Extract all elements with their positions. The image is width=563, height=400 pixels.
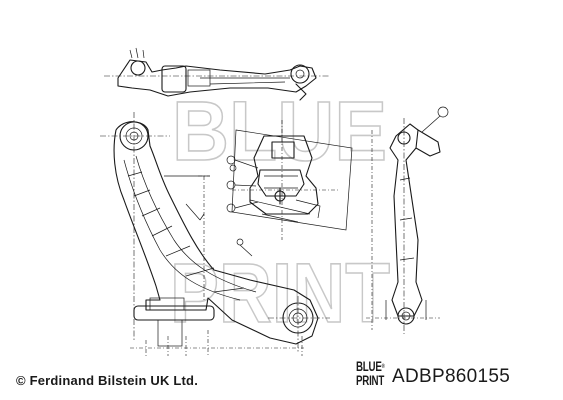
detail-view: [226, 120, 353, 240]
watermark-line1: BLUE: [172, 84, 387, 178]
part-number: ADBP860155: [392, 366, 511, 387]
main-view: [100, 112, 330, 356]
copyright-text: © Ferdinand Bilstein UK Ltd.: [16, 373, 199, 388]
side-view: [366, 106, 449, 334]
top-view: [104, 47, 330, 101]
watermark-line2: PRINT: [170, 246, 390, 340]
brand-logo-line1: BLUE®: [356, 359, 385, 374]
brand-logo: BLUE® PRINT: [356, 359, 385, 392]
callouts: [229, 164, 253, 257]
watermark: BLUE PRINT: [169, 83, 391, 341]
brand-logo-line2: PRINT: [356, 373, 385, 388]
